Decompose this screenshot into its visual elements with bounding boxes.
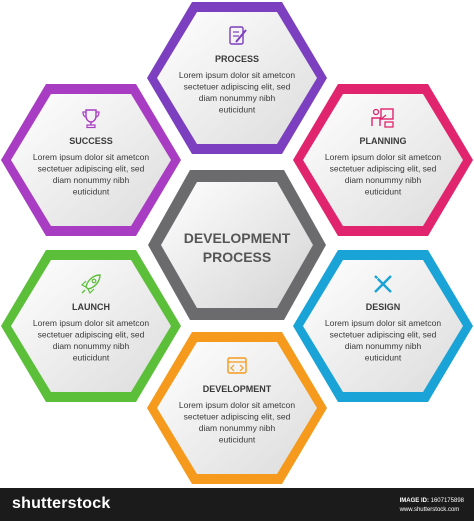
hexagon-planning: PLANNING Lorem ipsum dolor sit ametcon sec… <box>293 84 473 236</box>
hexagon-launch-body-line: diam nonummy nibh <box>53 341 130 351</box>
image-id-label: IMAGE ID: <box>399 498 429 504</box>
hexagon-process: PROCESS Lorem ipsum dolor sit ametcon sect… <box>147 2 327 154</box>
hexagon-development: DEVELOPMENT Lorem ipsum dolor sit ametcon… <box>147 332 327 484</box>
hexagon-launch-title: LAUNCH <box>72 302 110 312</box>
hexagon-development-body-line: Lorem ipsum dolor sit ametcon <box>179 400 295 410</box>
hexagon-success-title: SUCCESS <box>69 136 113 146</box>
hexagon-process-body-line: Lorem ipsum dolor sit ametcon <box>179 70 295 80</box>
hexagon-planning-body-line: sectetuer adipiscing elit, sed <box>330 164 437 174</box>
hexagon-process-body-line: diam nonummy nibh <box>199 93 276 103</box>
hexagon-launch-fill <box>11 260 171 392</box>
hexagon-success-body-line: sectetuer adipiscing elit, sed <box>38 164 145 174</box>
center-hexagon-fill <box>161 182 313 308</box>
hexagon-success-body-line: Lorem ipsum dolor sit ametcon <box>33 152 149 162</box>
brand-logo: shutterstock <box>12 495 111 512</box>
hexagon-planning-fill <box>303 94 463 226</box>
hexagon-planning-body-line: euticidunt <box>365 187 402 197</box>
hexagon-launch-body-line: sectetuer adipiscing elit, sed <box>38 330 145 340</box>
hexagon-process-body-line: sectetuer adipiscing elit, sed <box>184 82 291 92</box>
rocket-icon <box>80 274 101 295</box>
hexagon-planning-title: PLANNING <box>360 136 407 146</box>
site-url: www.shutterstock.com <box>399 507 460 513</box>
hexagon-design: DESIGN Lorem ipsum dolor sit ametcon secte… <box>293 250 473 402</box>
hexagon-success-body-line: diam nonummy nibh <box>53 175 130 185</box>
trophy-icon <box>82 109 100 129</box>
hexagon-success-fill <box>11 94 171 226</box>
footer-bar: shutterstock IMAGE ID: 1607175898 www.sh… <box>0 488 474 521</box>
hexagon-development-body-line: sectetuer adipiscing elit, sed <box>184 412 291 422</box>
hexagon-development-fill <box>157 342 317 474</box>
hexagon-design-body-line: diam nonummy nibh <box>345 341 422 351</box>
hexagon-launch-body-line: euticidunt <box>73 353 110 363</box>
hexagon-process-fill <box>157 12 317 144</box>
hexagon-planning-body-line: diam nonummy nibh <box>345 175 422 185</box>
hexagon-diagram: DEVELOPMENT PROCESS PROCESS Lorem ipsum d… <box>1 2 473 484</box>
center-title-line1: DEVELOPMENT <box>184 230 291 246</box>
hexagon-success-body-line: euticidunt <box>73 187 110 197</box>
hexagon-design-body-line: sectetuer adipiscing elit, sed <box>330 330 437 340</box>
hexagon-design-body-line: Lorem ipsum dolor sit ametcon <box>325 318 441 328</box>
center-title-line2: PROCESS <box>203 249 271 265</box>
pencil-ruler-icon <box>374 275 392 293</box>
hexagon-planning-body-line: Lorem ipsum dolor sit ametcon <box>325 152 441 162</box>
hexagon-design-body-line: euticidunt <box>365 353 402 363</box>
hexagon-process-title: PROCESS <box>215 54 259 64</box>
center-hexagon: DEVELOPMENT PROCESS <box>148 170 326 320</box>
hexagon-launch: LAUNCH Lorem ipsum dolor sit ametcon secte… <box>1 250 181 402</box>
hexagon-development-title: DEVELOPMENT <box>203 384 272 394</box>
presentation-board-icon <box>371 108 394 128</box>
hexagon-design-title: DESIGN <box>366 302 401 312</box>
hexagon-development-body-line: diam nonummy nibh <box>199 423 276 433</box>
footer-meta: IMAGE ID: 1607175898 www.shutterstock.co… <box>400 497 464 515</box>
stage-hexagons: PROCESS Lorem ipsum dolor sit ametcon sect… <box>1 2 473 484</box>
document-pencil-icon <box>229 26 247 45</box>
hexagon-success: SUCCESS Lorem ipsum dolor sit ametcon sect… <box>1 84 181 236</box>
hexagon-launch-body-line: Lorem ipsum dolor sit ametcon <box>33 318 149 328</box>
hexagon-process-body-line: euticidunt <box>219 105 256 115</box>
hexagon-development-body-line: euticidunt <box>219 435 256 445</box>
image-id-value: 1607175898 <box>430 498 464 504</box>
code-window-icon <box>227 357 247 374</box>
hexagon-design-fill <box>303 260 463 392</box>
